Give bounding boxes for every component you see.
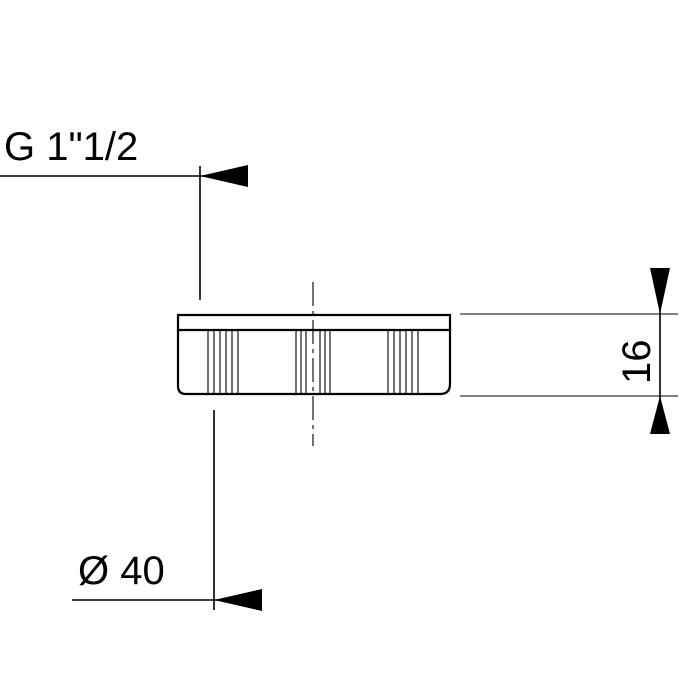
height-label: 16	[615, 340, 659, 385]
height-arrow-top	[650, 268, 670, 314]
nut-body	[176, 313, 452, 396]
thread-dimension: G 1"1/2	[0, 125, 248, 300]
height-dimension: 16	[460, 268, 678, 434]
thread-arrow	[200, 165, 248, 187]
nut-side-profile	[176, 330, 452, 396]
diameter-label: Ø 40	[78, 549, 165, 593]
diameter-arrow	[214, 589, 262, 611]
diameter-dimension: Ø 40	[72, 410, 262, 611]
nut-top-flange	[176, 313, 452, 332]
height-arrow-bottom	[650, 396, 670, 434]
thread-label: G 1"1/2	[4, 125, 138, 169]
